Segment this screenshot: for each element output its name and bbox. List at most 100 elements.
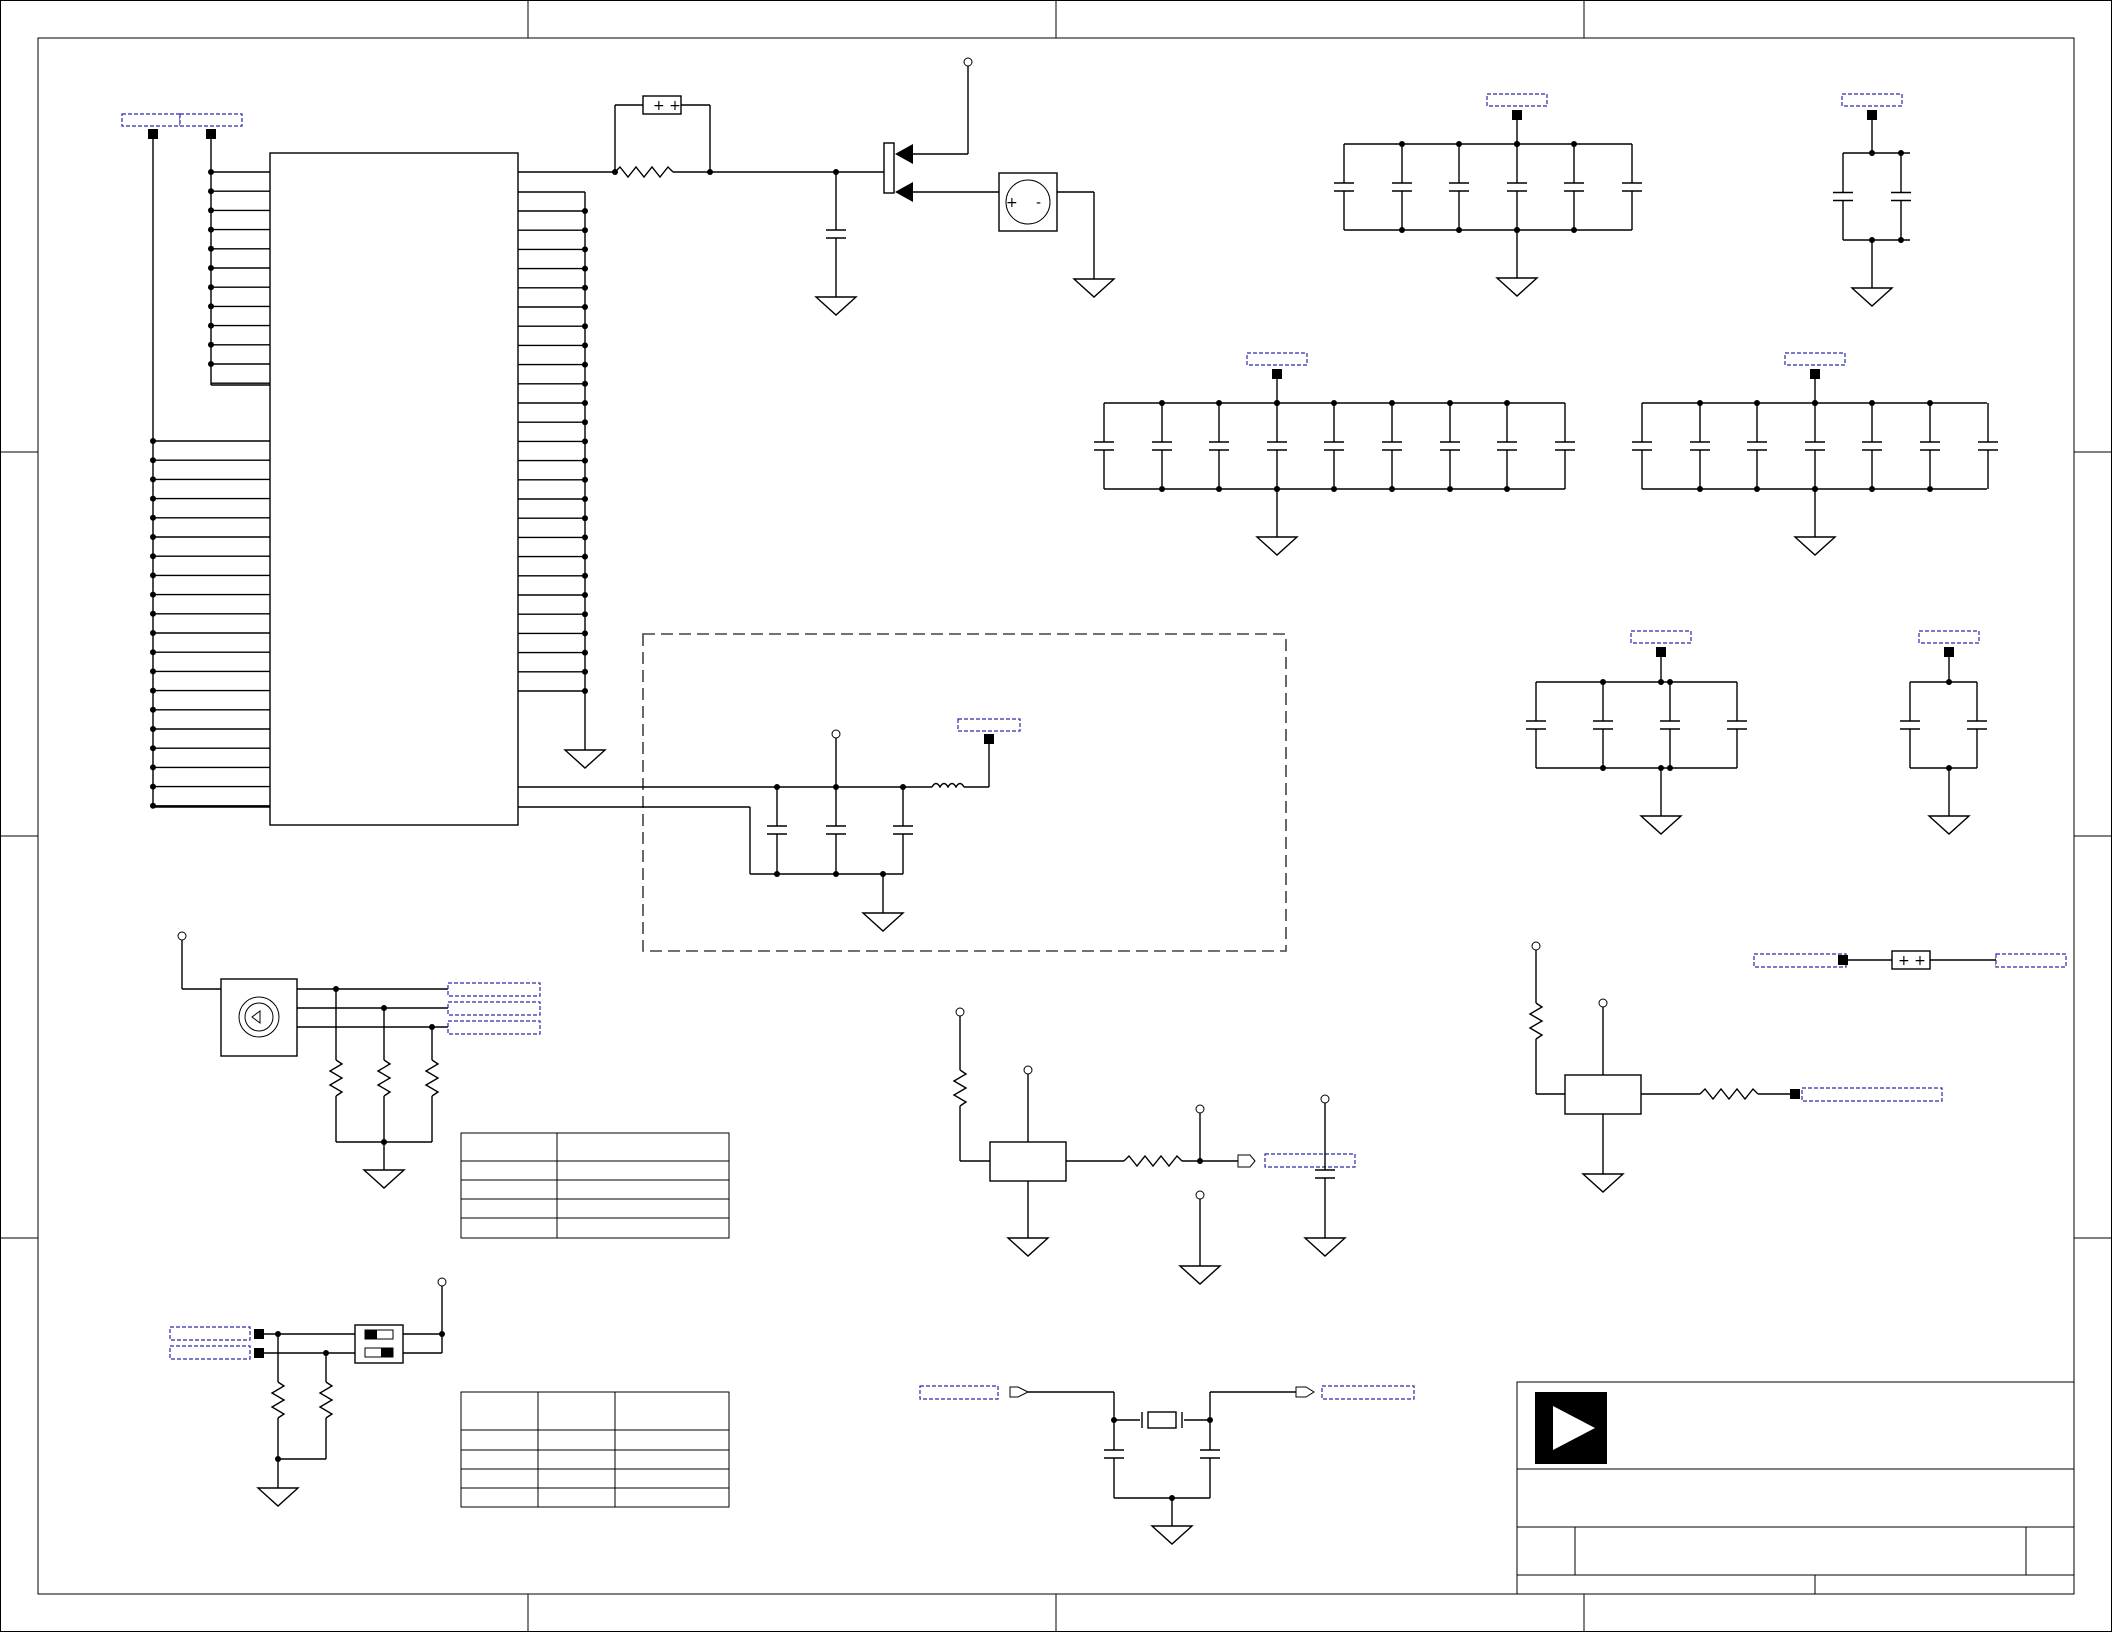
ground-symbol <box>1150 1525 1194 1545</box>
junction-dot <box>1697 486 1703 492</box>
junction-dot <box>208 303 214 310</box>
series-resistor <box>614 165 674 179</box>
junction-dot <box>1869 150 1875 156</box>
ground-symbol <box>861 912 905 932</box>
net-label-dip2 <box>169 1345 251 1360</box>
junction-dot <box>208 361 214 367</box>
capacitor-bank-3 <box>1094 352 1575 556</box>
capacitor-bank-4 <box>1632 352 1998 556</box>
junction-dot <box>1159 400 1165 406</box>
net-label-sw1 <box>447 982 541 997</box>
junction-dot <box>150 514 156 521</box>
junction-dot <box>150 706 156 713</box>
net-label-rail <box>1630 630 1692 644</box>
net-label-xtal-in <box>919 1385 999 1400</box>
junction-dot <box>150 438 156 444</box>
ground-symbol <box>1581 1173 1625 1193</box>
ground-symbol <box>1303 1237 1347 1257</box>
junction-dot <box>1331 486 1337 492</box>
svg-text:+: + <box>1006 195 1018 211</box>
diode-bottom <box>895 182 913 202</box>
crystal-section <box>919 1385 1415 1545</box>
junction-dot <box>150 591 156 598</box>
net-label-fuse-in <box>1753 953 1847 968</box>
junction-dot <box>208 169 214 175</box>
junction-dot <box>1697 400 1703 406</box>
junction-dot <box>150 534 156 540</box>
capacitor-bank-5 <box>1526 630 1747 835</box>
junction-dot <box>1389 486 1395 492</box>
junction-dot <box>1331 400 1337 406</box>
junction-dot <box>150 764 156 771</box>
junction-dot <box>1927 400 1933 406</box>
ground-symbol <box>1006 1237 1050 1257</box>
junction-dot <box>1447 400 1453 406</box>
dip-switch <box>354 1324 404 1364</box>
ground-symbol <box>1793 536 1837 556</box>
junction-dot <box>150 649 156 656</box>
junction-dot <box>1399 141 1405 147</box>
decoupling-capacitor-banks <box>1094 93 1998 835</box>
ground-symbol <box>256 1487 300 1507</box>
junction-dot <box>1927 486 1933 492</box>
junction-dot <box>1571 141 1577 147</box>
junction-dot <box>1456 141 1462 147</box>
net-label-b <box>179 113 243 127</box>
junction-dot <box>1898 150 1904 156</box>
junction-dot <box>1754 486 1760 492</box>
reset-ic-section <box>952 1007 1356 1285</box>
filter-subcircuit <box>518 633 1287 952</box>
fuse <box>642 95 682 115</box>
junction-dot <box>1898 237 1904 243</box>
junction-dot <box>1159 486 1165 492</box>
junction-dot <box>1600 765 1606 771</box>
reset-ic <box>989 1141 1067 1182</box>
junction-dot <box>150 610 156 617</box>
ferrite-inductor <box>931 782 965 789</box>
net-label-rail <box>1784 352 1846 366</box>
net-label-vdd <box>957 718 1021 732</box>
junction-dot <box>150 783 156 790</box>
dip-switch-section <box>169 1277 447 1507</box>
junction-dot <box>1667 679 1673 685</box>
junction-dot <box>208 265 214 271</box>
junction-dot <box>1456 227 1462 233</box>
ground-symbol <box>814 296 858 316</box>
rotary-switch-icon <box>220 978 298 1057</box>
ground-symbol <box>1639 815 1683 835</box>
ground-symbol <box>1495 277 1539 297</box>
net-label-xtal-out <box>1321 1385 1415 1400</box>
junction-dot <box>208 245 214 252</box>
junction-dot <box>1447 486 1453 492</box>
net-label-fuse-out <box>1995 953 2067 968</box>
junction-dot <box>150 630 156 636</box>
net-label-rail <box>1841 93 1903 107</box>
title-block <box>1516 1381 2075 1595</box>
net-label-sw3 <box>447 1020 541 1035</box>
ground-symbol <box>563 749 607 769</box>
junction-dot <box>1600 679 1606 685</box>
ground-symbol <box>1850 287 1894 307</box>
junction-dot <box>1754 400 1760 406</box>
supervisor-ic <box>1564 1074 1642 1115</box>
junction-dot <box>1946 679 1952 685</box>
junction-dot <box>1389 400 1395 406</box>
junction-dot <box>208 341 214 348</box>
junction-dot <box>1869 486 1875 492</box>
junction-dot <box>150 745 156 752</box>
crystal <box>1147 1411 1177 1429</box>
junction-dot <box>150 495 156 502</box>
junction-dot <box>150 726 156 732</box>
net-label-rail <box>1246 352 1308 366</box>
capacitor-bank-1 <box>1334 93 1642 297</box>
net-label-a <box>121 113 181 127</box>
main-ic <box>121 113 607 826</box>
net-label-sw2 <box>447 1001 541 1016</box>
config-table-2 <box>460 1391 730 1508</box>
junction-dot <box>150 802 156 809</box>
junction-dot <box>1869 400 1875 406</box>
junction-dot <box>1514 141 1520 147</box>
junction-dot <box>208 322 214 329</box>
junction-dot <box>150 476 156 483</box>
